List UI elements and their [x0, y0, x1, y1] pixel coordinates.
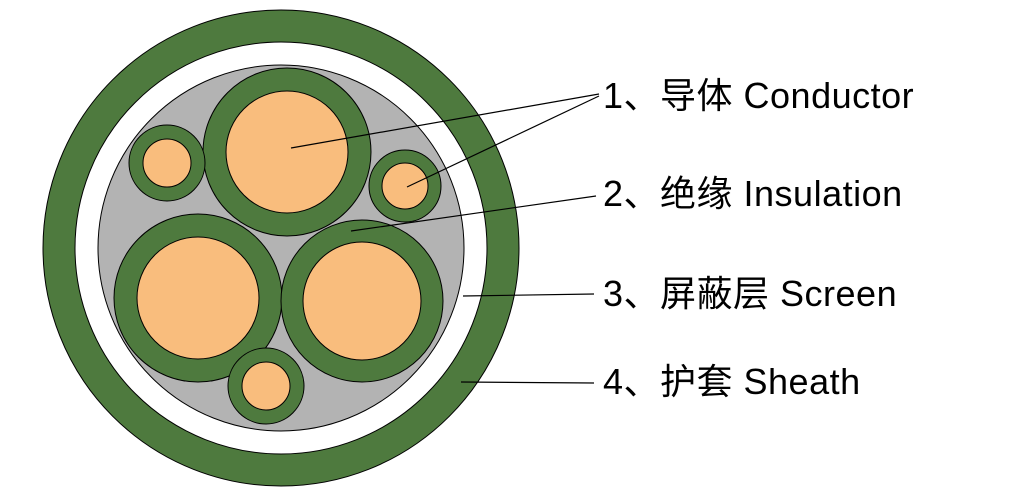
leader-insulation	[350, 195, 597, 232]
core-right-small-conductor	[381, 162, 429, 210]
core-left-small-conductor	[142, 138, 192, 188]
leader-conductor-right	[406, 95, 600, 188]
core-bottom-left-conductor	[136, 236, 260, 360]
leader-conductor-top	[290, 93, 600, 149]
legend-label-insulation: 2、绝缘 Insulation	[603, 173, 903, 214]
core-bottom-right-conductor	[302, 241, 422, 361]
legend-label-screen: 3、屏蔽层 Screen	[603, 273, 898, 314]
leader-sheath	[460, 381, 595, 384]
core-top-conductor	[225, 90, 349, 214]
legend-label-sheath: 4、护套 Sheath	[603, 361, 861, 402]
legend-label-conductor: 1、导体 Conductor	[603, 75, 915, 116]
leader-screen	[462, 293, 595, 297]
core-bottom-small-conductor	[241, 361, 291, 411]
